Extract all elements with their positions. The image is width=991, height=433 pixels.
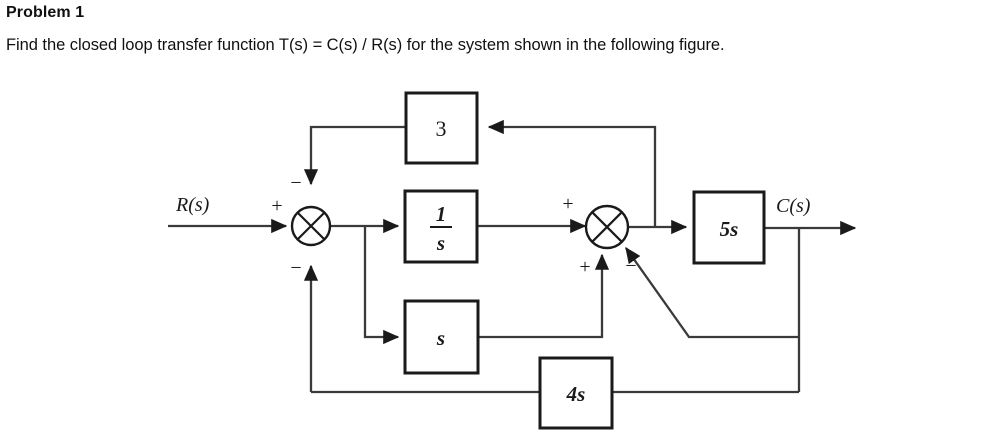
block-diagram-svg: 3 1 s s 5s 4s (168, 91, 857, 430)
sum1-sign-bottom: − (290, 257, 301, 279)
wire-gain3-to-sum1-top (303, 125, 406, 186)
block-gain4s-label: 4s (566, 382, 586, 406)
block-differentiator: s (403, 299, 480, 375)
block-gain5s: 5s (692, 190, 766, 265)
block-integrator-denominator: s (436, 231, 445, 255)
wire-tap-to-differentiator (363, 226, 400, 345)
input-label: R(s) (175, 194, 210, 216)
sum2-cross-b (591, 211, 623, 243)
sum1-sign-left: + (271, 195, 282, 217)
sum2-sign-bottom-left: + (579, 256, 590, 278)
wire-differentiator-to-sum2 (478, 253, 610, 339)
output-label: C(s) (776, 195, 811, 217)
sum1-sign-top: − (290, 172, 301, 194)
block-integrator: 1 s (403, 189, 479, 264)
block-gain4s-box (538, 356, 614, 430)
block-diagram: 3 1 s s 5s 4s (0, 70, 991, 433)
block-gain4s: 4s (538, 356, 614, 430)
wire-output-to-sum2-minus (625, 246, 799, 339)
block-integrator-numerator: 1 (436, 202, 447, 226)
block-gain3-box (404, 91, 479, 165)
block-differentiator-label: s (436, 326, 445, 350)
sum2-sign-bottom-right: − (625, 255, 636, 277)
wire-tap-to-gain3 (487, 119, 657, 227)
summing-junction-2: + + − (562, 193, 636, 278)
block-gain5s-box (692, 190, 766, 265)
block-gain3: 3 (404, 91, 479, 165)
block-gain3-label: 3 (436, 116, 447, 141)
summing-junction-1: + − − (271, 172, 332, 279)
block-gain5s-label: 5s (720, 217, 739, 241)
problem-statement: Find the closed loop transfer function T… (6, 36, 725, 54)
signal-wires (168, 119, 857, 394)
page-title: Problem 1 (6, 4, 85, 21)
sum1-cross-b (296, 211, 326, 241)
block-differentiator-box (403, 299, 480, 375)
sum2-sign-left: + (562, 193, 573, 215)
